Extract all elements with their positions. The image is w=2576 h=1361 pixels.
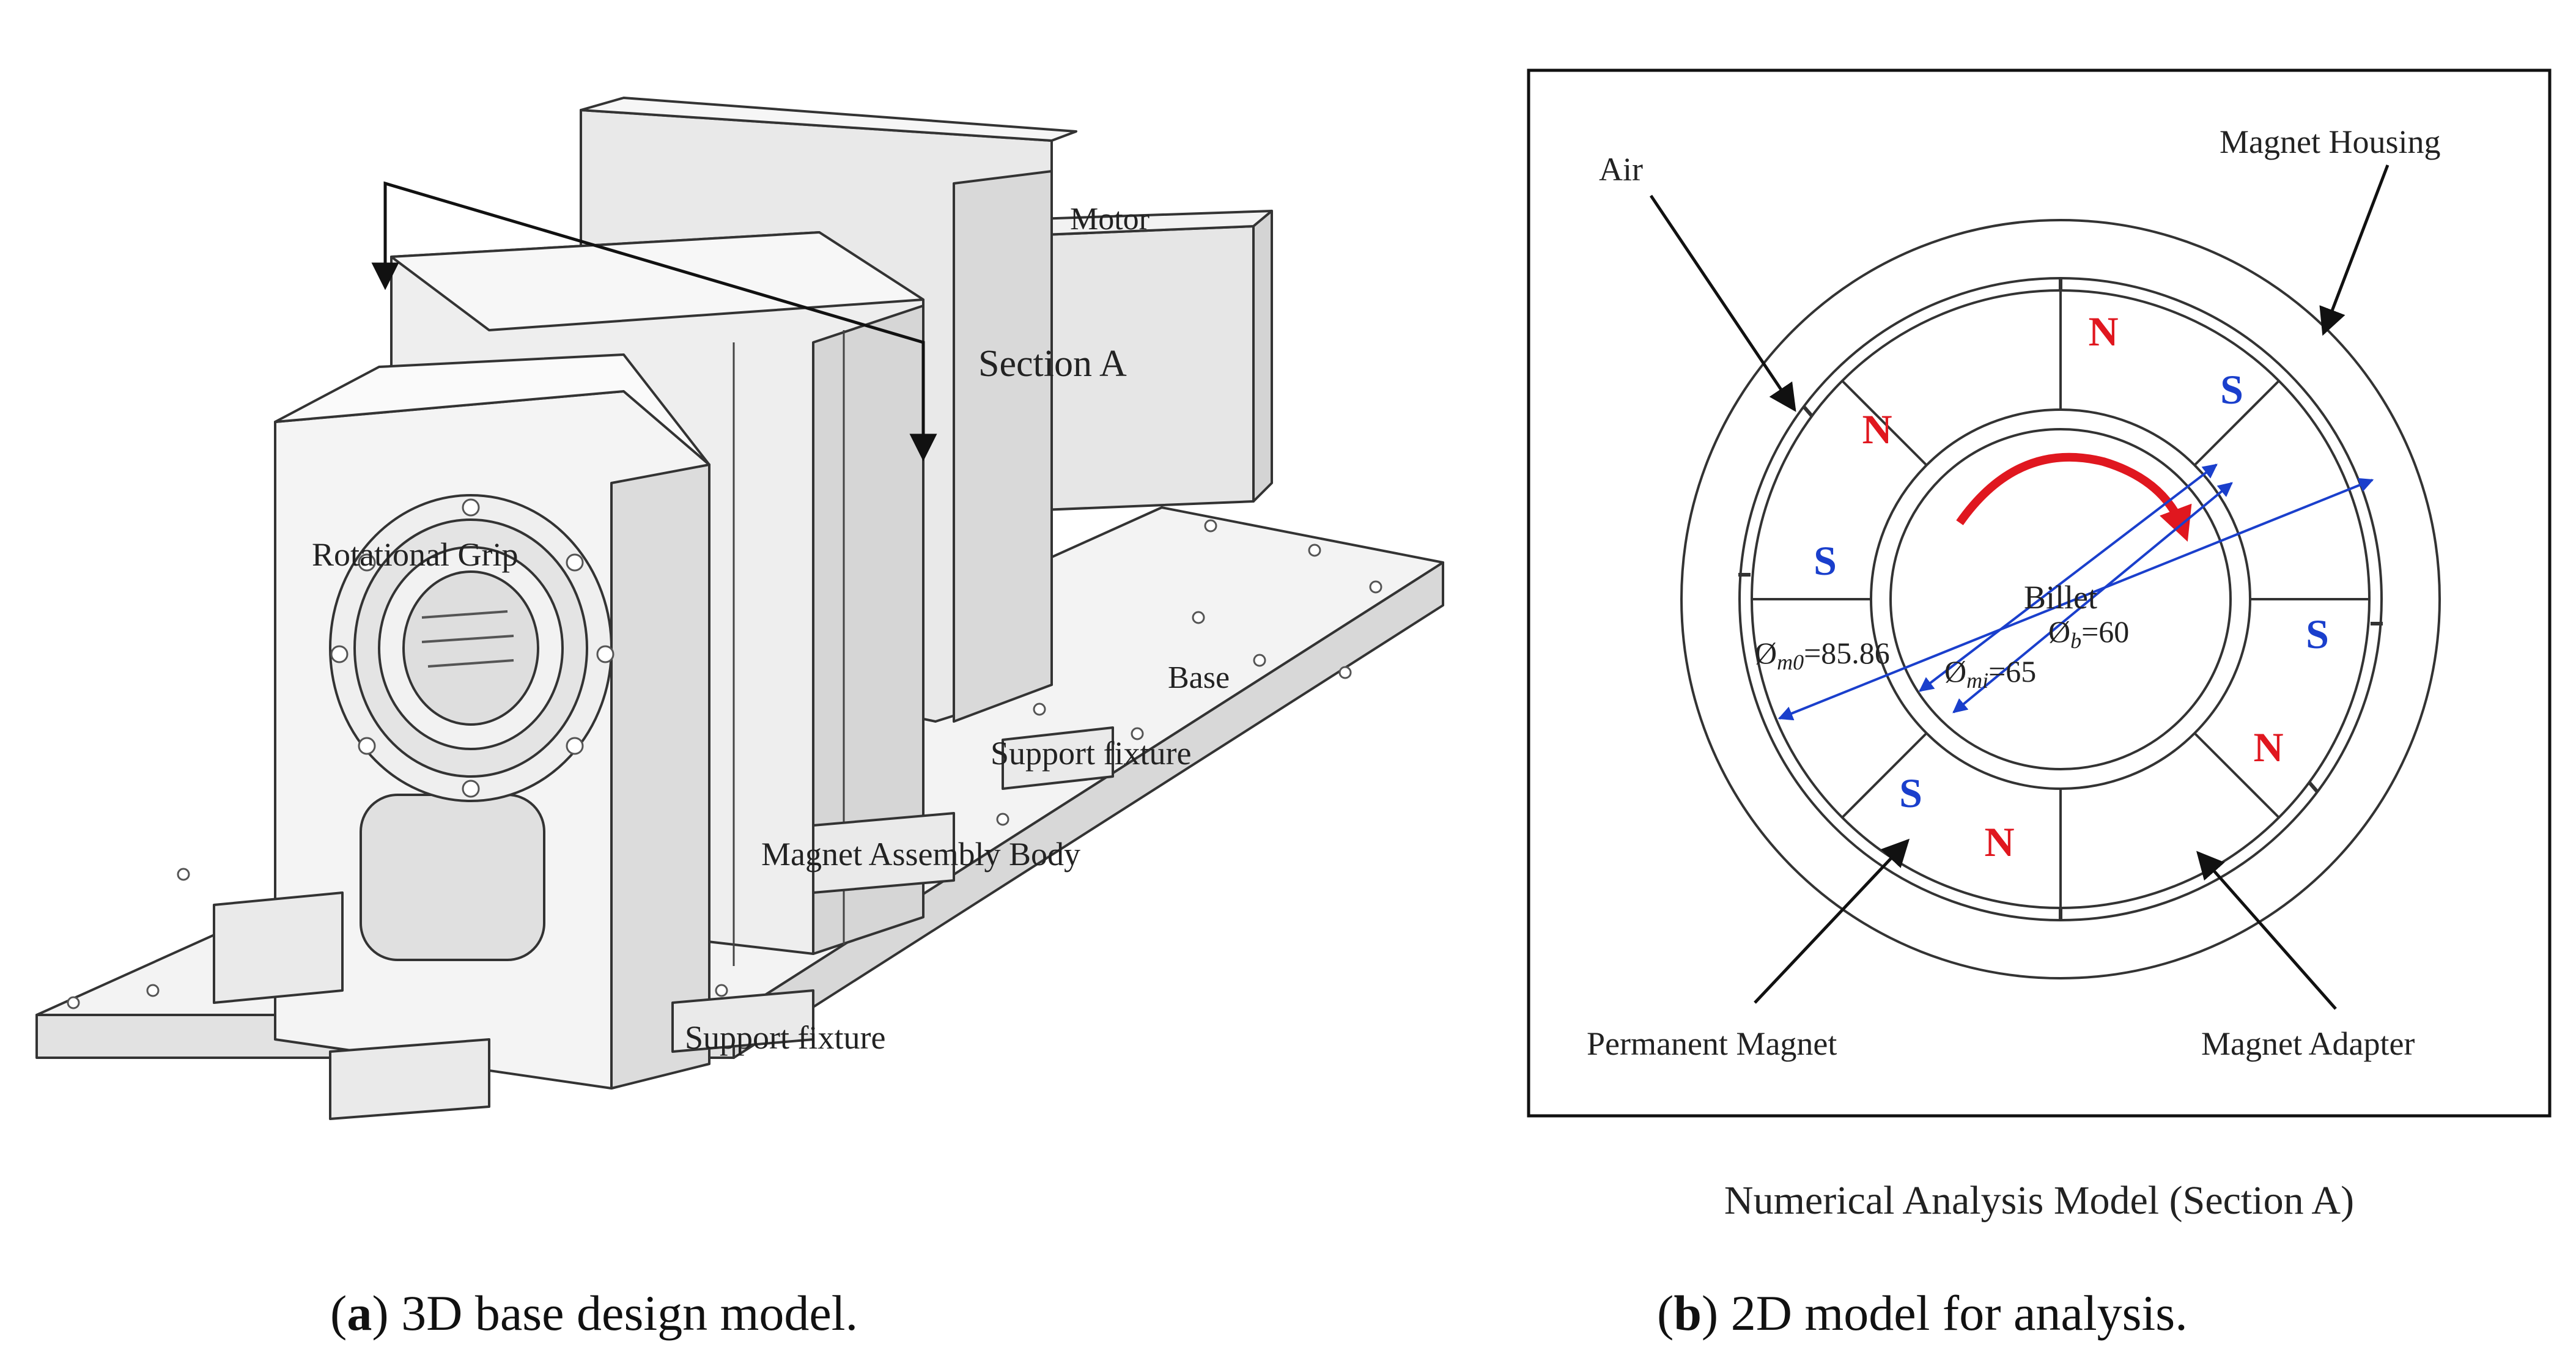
label-support-fixture-bottom: Support fixture: [685, 1019, 885, 1056]
panel-b-2d-model: N S S N N S S N Air Magnet Housing Bille…: [1527, 68, 2552, 1118]
rotational-grip: [329, 494, 614, 802]
panel-b-title: Numerical Analysis Model (Section A): [1724, 1178, 2354, 1223]
pole-s-right: S: [2306, 611, 2329, 657]
section-a-cut-arrow: [371, 181, 937, 462]
label-motor: Motor: [1070, 202, 1150, 237]
label-magnet-adapter: Magnet Adapter: [2201, 1025, 2415, 1062]
dim-mi-text: Ømi=65: [1944, 654, 2036, 693]
label-support-fixture-right: Support fixture: [991, 735, 1191, 772]
label-pointers: [1649, 164, 2390, 1010]
label-magnet-housing: Magnet Housing: [2220, 124, 2440, 160]
dim-mo-line: [1777, 478, 2374, 721]
pole-s-lower-left: S: [1899, 770, 1922, 816]
pole-n-top: N: [2088, 308, 2118, 355]
label-air: Air: [1599, 151, 1643, 188]
label-permanent-magnet: Permanent Magnet: [1587, 1025, 1837, 1062]
pole-s-upper-right: S: [2220, 366, 2243, 413]
label-base: Base: [1168, 660, 1230, 695]
label-rotational-grip: Rotational Grip: [312, 536, 518, 573]
dim-billet-text: Øb=60: [2048, 614, 2129, 653]
pole-n-upper-left: N: [1862, 406, 1892, 452]
label-billet: Billet: [2024, 579, 2097, 616]
label-magnet-assembly-body: Magnet Assembly Body: [761, 836, 1080, 872]
air-gap-marks: [1738, 278, 2383, 920]
dim-mo-text: Øm0=85.86: [1755, 636, 1890, 674]
dimension-lines: [1777, 463, 2374, 721]
magnet-housing-outer: [1680, 219, 2441, 979]
caption-b: (b) 2D model for analysis.: [1657, 1285, 2188, 1341]
label-section-a: Section A: [978, 343, 1127, 385]
caption-a: (a) 3D base design model.: [330, 1285, 858, 1341]
pole-n-lower-right: N: [2253, 724, 2283, 770]
pole-s-left: S: [1814, 537, 1837, 584]
panel-a-3d-model: Motor Section A Rotational Grip Base Sup…: [35, 97, 1444, 1120]
pole-n-bottom: N: [1984, 819, 2014, 865]
